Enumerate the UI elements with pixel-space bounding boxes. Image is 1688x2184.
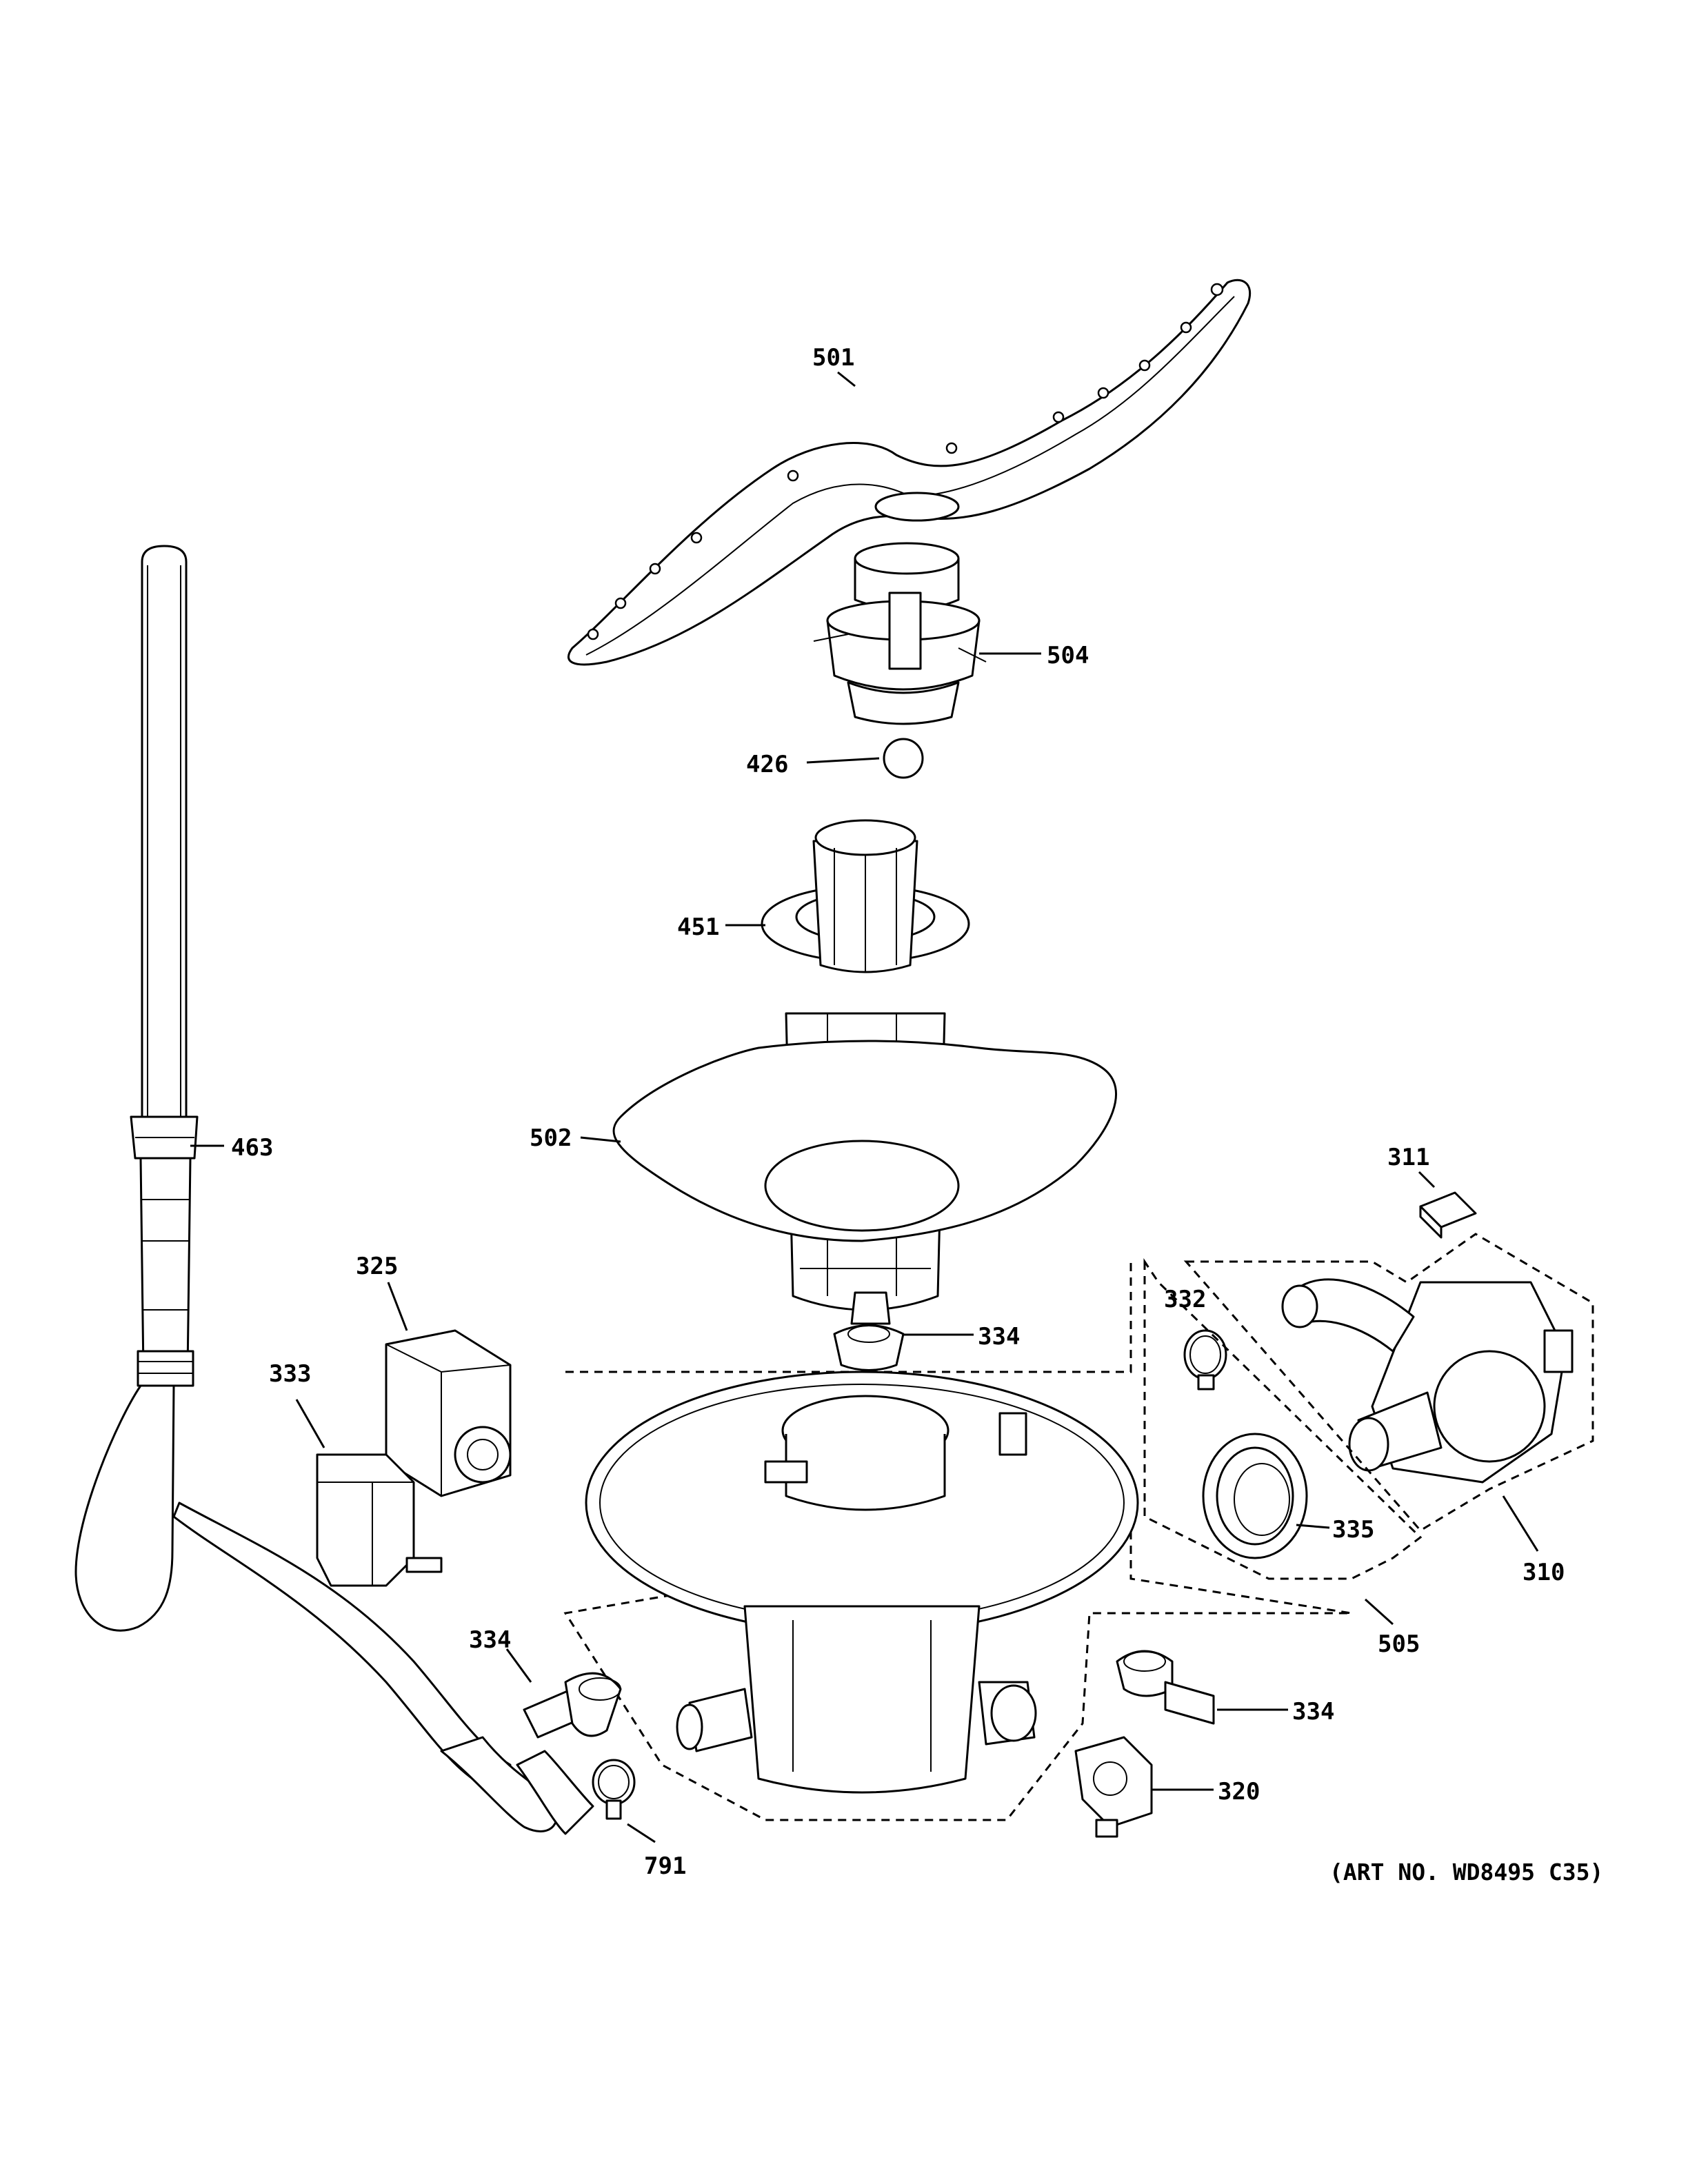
pump-seal-part [1202,1433,1308,1559]
label-335: 335 [1332,1516,1374,1544]
label-334-right: 334 [1292,1698,1334,1726]
small-block-part [1419,1191,1477,1239]
hose-clamp-small-part [592,1759,636,1820]
filter-shield-part [612,1040,1117,1242]
label-310: 310 [1523,1559,1565,1586]
leader-334-left [505,1648,532,1683]
label-311: 311 [1387,1144,1429,1171]
leader-501 [837,371,856,387]
lower-spray-arm-part [567,279,1252,666]
clip-left-part [523,1672,622,1739]
sensor-part [1074,1736,1153,1838]
label-426: 426 [746,751,788,778]
label-334-left: 334 [469,1626,511,1654]
label-502: 502 [530,1124,572,1152]
pump-group-outline [1143,1258,1423,1580]
sump-assembly-part [585,1371,1139,1794]
leader-333 [295,1399,325,1448]
label-463: 463 [231,1134,273,1162]
sump-group-outline [563,1262,1352,1821]
label-504: 504 [1047,642,1089,669]
label-505: 505 [1378,1630,1420,1658]
leader-311 [1418,1171,1436,1189]
label-325: 325 [356,1253,398,1280]
label-320: 320 [1218,1778,1260,1806]
actuator-part [316,1453,443,1587]
clip-top-part [833,1291,905,1371]
leader-335 [1296,1524,1330,1529]
leader-325 [387,1282,408,1331]
spray-arm-hub-part [813,542,987,725]
ball-part [883,738,924,779]
drain-hose-part [74,545,594,1835]
label-451: 451 [677,913,719,941]
leader-505 [1364,1598,1394,1626]
label-501: 501 [812,344,854,372]
label-333: 333 [269,1360,311,1388]
label-791: 791 [644,1852,686,1880]
leader-502 [580,1136,621,1143]
leader-426 [806,757,880,764]
hose-clamp-part [1183,1329,1227,1391]
diverter-motor-part [385,1329,512,1497]
leader-791 [627,1823,656,1843]
circulation-pump-part [1281,1278,1574,1484]
art-number: (ART NO. WD8495 C35) [1329,1859,1604,1885]
clip-right-part [1116,1650,1215,1725]
label-334-top: 334 [978,1323,1020,1351]
leader-310 [1502,1495,1539,1552]
